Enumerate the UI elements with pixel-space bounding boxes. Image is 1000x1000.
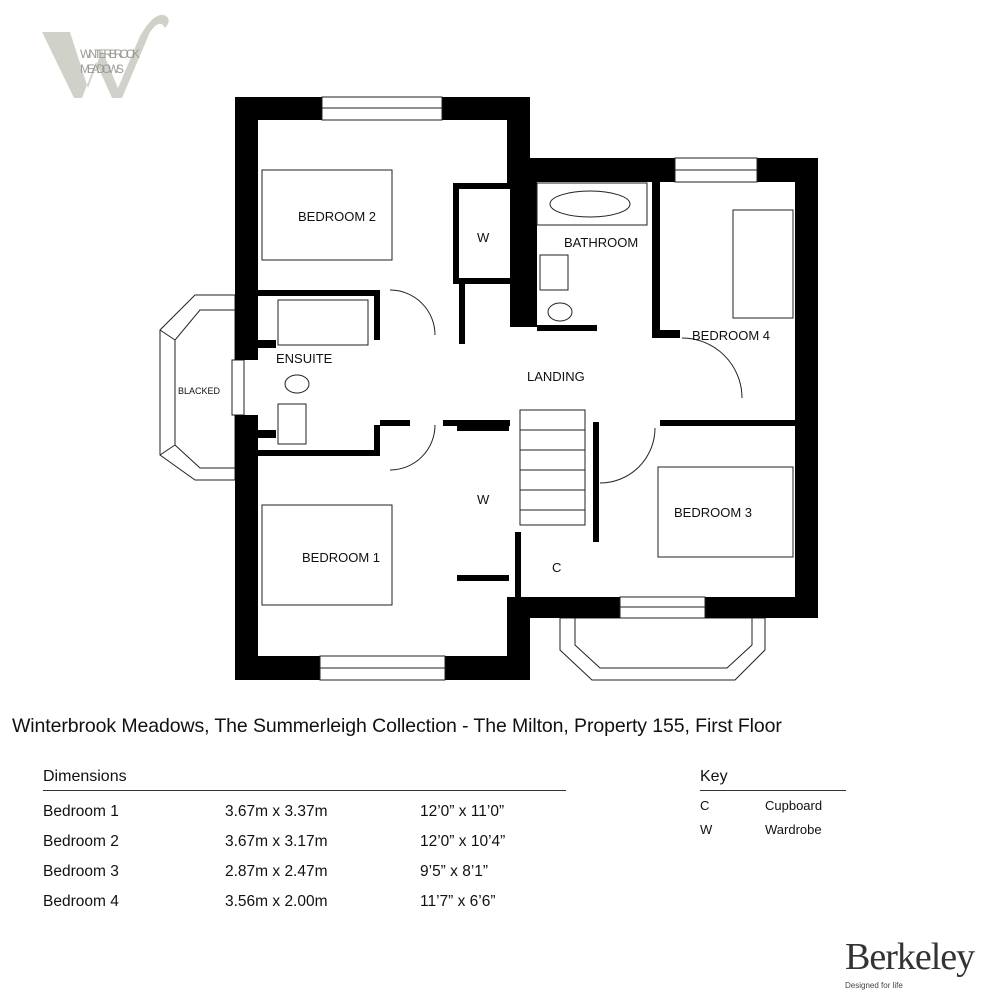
metric: 2.87m x 2.47m (225, 863, 328, 880)
room-name: Bedroom 1 (43, 803, 119, 820)
windows (319, 96, 758, 681)
winterbrook-logo: WINTERBROOK MEADOWS (40, 8, 180, 100)
plan-title: Winterbrook Meadows, The Summerleigh Col… (12, 715, 782, 737)
dimension-row: Bedroom 4 3.56m x 2.00m 11’7” x 6’6” (43, 887, 566, 917)
room-name: Bedroom 3 (43, 863, 119, 880)
key-legend: Key C Cupboard W Wardrobe (700, 768, 846, 841)
key-code: C (700, 797, 710, 813)
key-meaning: Wardrobe (765, 821, 822, 837)
ensuite-basin (277, 403, 307, 445)
berkeley-name: Berkeley (845, 936, 975, 978)
imperial: 9’5” x 8’1” (420, 863, 489, 880)
key-heading: Key (700, 768, 846, 791)
stairs (519, 409, 586, 526)
metric: 3.67m x 3.17m (225, 833, 328, 850)
imperial: 12’0” x 11’0” (420, 803, 505, 820)
room-name: Bedroom 2 (43, 833, 119, 850)
ensuite-wc (284, 374, 310, 394)
furniture (261, 169, 794, 606)
key-code: W (700, 821, 713, 837)
label-bathroom: BATHROOM (564, 235, 638, 250)
walls (235, 97, 818, 680)
basin (539, 254, 569, 291)
label-bedroom2: BEDROOM 2 (298, 209, 376, 224)
label-wardrobe-1: W (477, 230, 490, 245)
label-bedroom1: BEDROOM 1 (302, 550, 380, 565)
bed-bedroom4 (732, 209, 794, 319)
berkeley-logo: Berkeley Designed for life (845, 936, 975, 991)
label-ensuite: ENSUITE (276, 351, 333, 366)
logo-line-2: MEADOWS (80, 62, 124, 76)
room-labels: BEDROOM 2 BEDROOM 1 BEDROOM 3 BEDROOM 4 … (178, 209, 770, 575)
dimensions-heading: Dimensions (43, 768, 566, 791)
bay-window-left (159, 294, 245, 481)
bed-bedroom2 (261, 169, 393, 261)
label-cupboard: C (552, 560, 561, 575)
metric: 3.67m x 3.37m (225, 803, 328, 820)
dimension-row: Bedroom 2 3.67m x 3.17m 12’0” x 10’4” (43, 827, 566, 857)
dimension-row: Bedroom 3 2.87m x 2.47m 9’5” x 8’1” (43, 857, 566, 887)
label-blacked: BLACKED (178, 386, 221, 396)
key-meaning: Cupboard (765, 797, 823, 813)
logo-line-1: WINTERBROOK (80, 47, 140, 61)
dimensions-table: Dimensions Bedroom 1 3.67m x 3.37m 12’0” x… (43, 768, 566, 917)
bay-window-bottom (559, 617, 766, 681)
imperial: 11’7” x 6’6” (420, 893, 496, 910)
dimension-row: Bedroom 1 3.67m x 3.37m 12’0” x 11’0” (43, 797, 566, 827)
imperial: 12’0” x 10’4” (420, 833, 506, 850)
label-bedroom4: BEDROOM 4 (692, 328, 770, 343)
ensuite-shower (277, 299, 369, 346)
winterbrook-w-mark (42, 14, 169, 98)
label-wardrobe-2: W (477, 492, 490, 507)
room-name: Bedroom 4 (43, 893, 119, 910)
bed-bedroom1 (261, 504, 393, 606)
wc (547, 302, 573, 322)
floor-plan: BEDROOM 2 BEDROOM 1 BEDROOM 3 BEDROOM 4 … (159, 96, 818, 681)
key-item: C Cupboard (700, 793, 846, 817)
bed-bedroom3 (657, 466, 794, 558)
label-bedroom3: BEDROOM 3 (674, 505, 752, 520)
key-item: W Wardrobe (700, 817, 846, 841)
berkeley-tagline: Designed for life (845, 981, 903, 990)
label-landing: LANDING (527, 369, 585, 384)
metric: 3.56m x 2.00m (225, 893, 328, 910)
